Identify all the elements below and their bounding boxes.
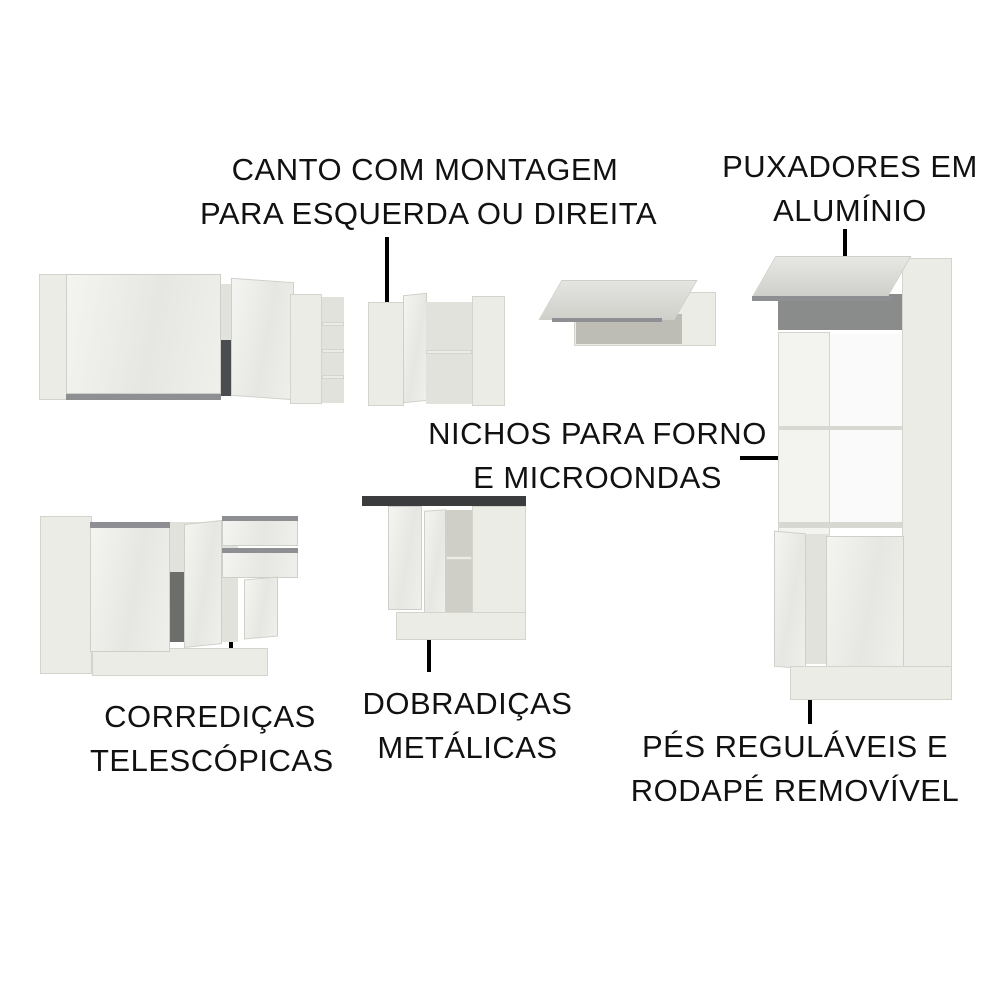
shelf xyxy=(322,375,344,379)
label-handles-line1: PUXADORES EM xyxy=(722,149,978,184)
base-door-left xyxy=(90,524,170,652)
base-door-small xyxy=(244,576,278,640)
label-aluminum-handles: PUXADORES EM ALUMÍNIO xyxy=(720,145,980,233)
drawer-top-handle xyxy=(222,516,298,521)
corner-base-door-open xyxy=(424,509,446,615)
label-niches-line2: E MICROONDAS xyxy=(473,460,722,495)
tower-shelf xyxy=(778,426,902,430)
base-interior-shadow xyxy=(168,572,188,642)
label-metal-hinges: DOBRADIÇAS METÁLICAS xyxy=(360,682,575,770)
label-oven-niches: NICHOS PARA FORNO E MICROONDAS xyxy=(425,412,770,500)
oven-tower-cabinet xyxy=(750,254,954,702)
label-handles-line2: ALUMÍNIO xyxy=(773,193,927,228)
base-plinth xyxy=(92,648,268,676)
corner-base-shelf xyxy=(446,556,472,560)
label-corner-line2: PARA ESQUERDA OU DIREITA xyxy=(200,196,658,231)
cabinet-gap xyxy=(221,340,231,396)
label-adjustable-feet: PÉS REGULÁVEIS E RODAPÉ REMOVÍVEL xyxy=(630,725,960,813)
liftup-handle xyxy=(552,318,662,322)
corner-side xyxy=(472,296,505,406)
cabinet-side xyxy=(39,274,67,400)
tower-handle xyxy=(752,296,892,301)
corner-shelf-unit xyxy=(290,294,346,406)
drawer-middle xyxy=(222,550,298,578)
corner-open-door xyxy=(403,292,427,404)
lift-up-cabinet xyxy=(538,278,718,348)
base-door-handle xyxy=(90,522,170,528)
label-corner-line1: CANTO COM MONTAGEM xyxy=(231,152,619,187)
label-hinges-line2: METÁLICAS xyxy=(377,730,558,765)
drawer-middle-handle xyxy=(222,548,298,553)
base-side xyxy=(40,516,92,674)
door-handle xyxy=(66,394,221,400)
label-feet-line1: PÉS REGULÁVEIS E xyxy=(641,729,949,764)
upper-cabinet-two-door xyxy=(39,274,294,402)
base-door-open xyxy=(184,520,222,648)
cabinet-door-right xyxy=(231,277,294,401)
tower-plinth xyxy=(790,666,952,700)
label-hinges-line1: DOBRADIÇAS xyxy=(362,686,573,721)
base-cabinet-drawers xyxy=(40,512,302,678)
corner-base-door-left xyxy=(388,506,422,610)
tower-niche-upper xyxy=(830,334,902,426)
corner-base-interior xyxy=(446,510,472,614)
corner-base-plinth xyxy=(396,612,526,640)
label-slides-line1: CORREDIÇAS xyxy=(104,699,316,734)
shelf xyxy=(322,349,344,353)
cabinet-door-left xyxy=(66,274,221,394)
tower-right-side xyxy=(902,258,952,672)
tower-lower-door-right xyxy=(826,536,904,672)
tower-liftup-door xyxy=(752,256,912,296)
drawer-top xyxy=(222,518,298,546)
corner-shelf xyxy=(426,350,472,354)
label-slides-line2: TELESCÓPICAS xyxy=(90,743,334,778)
label-niches-line1: NICHOS PARA FORNO xyxy=(428,416,767,451)
tower-shelf xyxy=(778,522,902,528)
label-corner-mounting: CANTO COM MONTAGEM PARA ESQUERDA OU DIRE… xyxy=(200,148,658,236)
label-telescopic-slides: CORREDIÇAS TELESCÓPICAS xyxy=(90,695,334,783)
corner-upper-cabinet xyxy=(366,292,506,408)
tower-niche-lower xyxy=(830,430,902,522)
liftup-door-open xyxy=(538,280,698,320)
corner-base-cabinet xyxy=(362,496,528,644)
tower-lower-door-left xyxy=(774,530,806,670)
shelf xyxy=(322,322,344,326)
corner-filler-panel xyxy=(368,302,404,406)
callout-line-corner xyxy=(385,237,389,319)
countertop xyxy=(362,496,526,506)
shelf-side xyxy=(290,294,322,404)
label-feet-line2: RODAPÉ REMOVÍVEL xyxy=(630,773,960,808)
corner-base-side xyxy=(472,506,526,620)
